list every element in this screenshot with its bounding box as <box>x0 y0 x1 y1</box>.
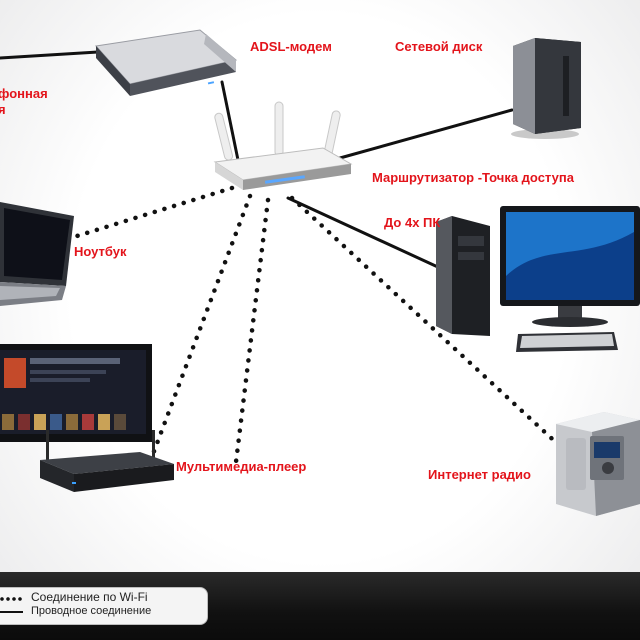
wired-link-router-nas <box>338 108 514 160</box>
legend-wifi: Соединение по Wi-Fi <box>31 590 148 604</box>
wired-line-sample <box>0 611 23 613</box>
wifi-link-player <box>233 197 271 465</box>
wired-link-router-pc <box>286 196 442 270</box>
label-phone-line: фонная я <box>0 86 48 118</box>
label-router: Маршрутизатор -Точка доступа <box>372 170 574 185</box>
label-internet-radio: Интернет радио <box>428 467 531 482</box>
label-laptop: Ноутбук <box>74 244 127 259</box>
desktop-pc-icon <box>436 206 640 352</box>
label-media-player: Мультимедиа-плеер <box>176 459 307 474</box>
wifi-link-radio <box>289 195 565 451</box>
wifi-link-laptop <box>61 185 235 243</box>
nas-icon <box>511 38 581 139</box>
wired-link-phone-modem <box>0 50 100 60</box>
media-player-icon <box>40 430 174 492</box>
legend-wired: Проводное соединение <box>31 605 152 617</box>
label-pcs: До 4х ПК <box>384 215 441 230</box>
wired-link-modem-router <box>220 80 240 162</box>
label-adsl-modem: ADSL-модем <box>250 39 332 54</box>
label-phone-line-1: фонная <box>0 86 48 101</box>
router-icon <box>213 101 353 190</box>
label-nas: Сетевой диск <box>395 39 483 54</box>
internet-radio-icon <box>556 412 640 516</box>
wifi-link-tv <box>147 193 253 465</box>
wifi-line-sample <box>0 597 23 601</box>
laptop-icon <box>0 202 74 306</box>
legend: Соединение по Wi-Fi Проводное соединение <box>0 587 208 625</box>
modem-icon <box>95 29 238 96</box>
tv-icon <box>0 344 152 442</box>
label-phone-line-2: я <box>0 102 6 117</box>
